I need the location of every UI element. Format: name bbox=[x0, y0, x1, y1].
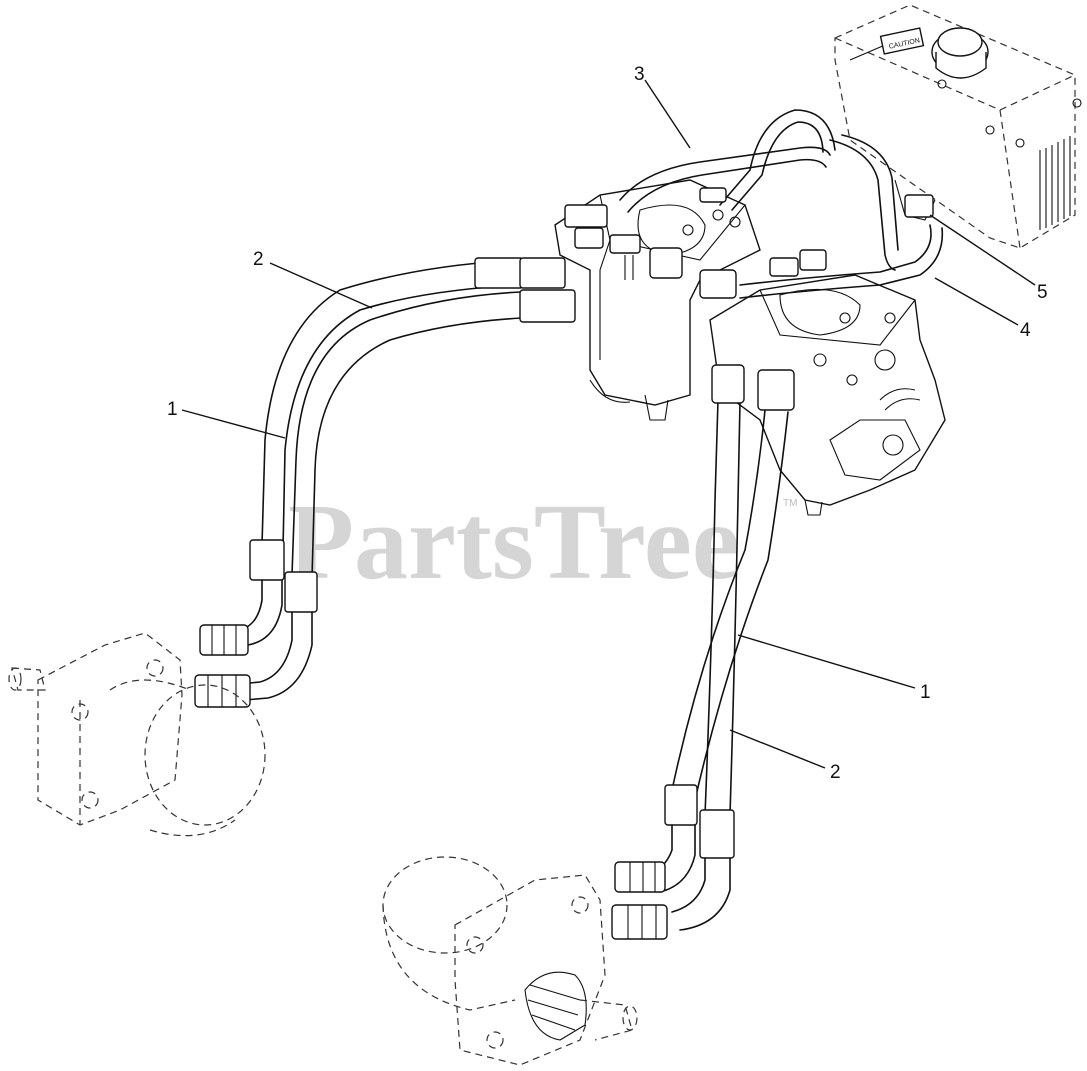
hose-5 bbox=[829, 134, 934, 271]
hose-2-left bbox=[239, 289, 576, 701]
callout-3: 3 bbox=[634, 64, 645, 85]
reservoir-grille bbox=[1039, 136, 1071, 230]
hose-1-left bbox=[217, 257, 566, 649]
wheel-motor-right bbox=[382, 856, 638, 1066]
watermark-text: PartsTree bbox=[288, 483, 740, 602]
callout-2-left: 2 bbox=[253, 249, 264, 270]
hose-3 bbox=[619, 109, 836, 213]
callouts: 3 2 1 5 4 1 2 bbox=[167, 64, 1048, 783]
hydraulic-reservoir: CAUTION bbox=[834, 4, 1082, 249]
callout-1-right: 1 bbox=[920, 682, 931, 703]
fittings-right bbox=[611, 861, 668, 940]
hose-4 bbox=[699, 224, 944, 299]
hose-2-right bbox=[671, 364, 745, 931]
hose-1-right bbox=[644, 369, 795, 893]
fittings-left bbox=[194, 624, 251, 708]
callout-4: 4 bbox=[1020, 320, 1031, 341]
callout-2-right: 2 bbox=[830, 762, 841, 783]
wheel-motor-left bbox=[8, 632, 266, 837]
callout-leaders bbox=[181, 79, 1036, 769]
watermark-trademark: TM bbox=[783, 498, 797, 509]
watermark: PartsTree TM bbox=[288, 483, 797, 602]
callout-1-left: 1 bbox=[167, 399, 178, 420]
hydrostatic-pump-left bbox=[554, 179, 761, 421]
callout-5: 5 bbox=[1037, 282, 1048, 303]
